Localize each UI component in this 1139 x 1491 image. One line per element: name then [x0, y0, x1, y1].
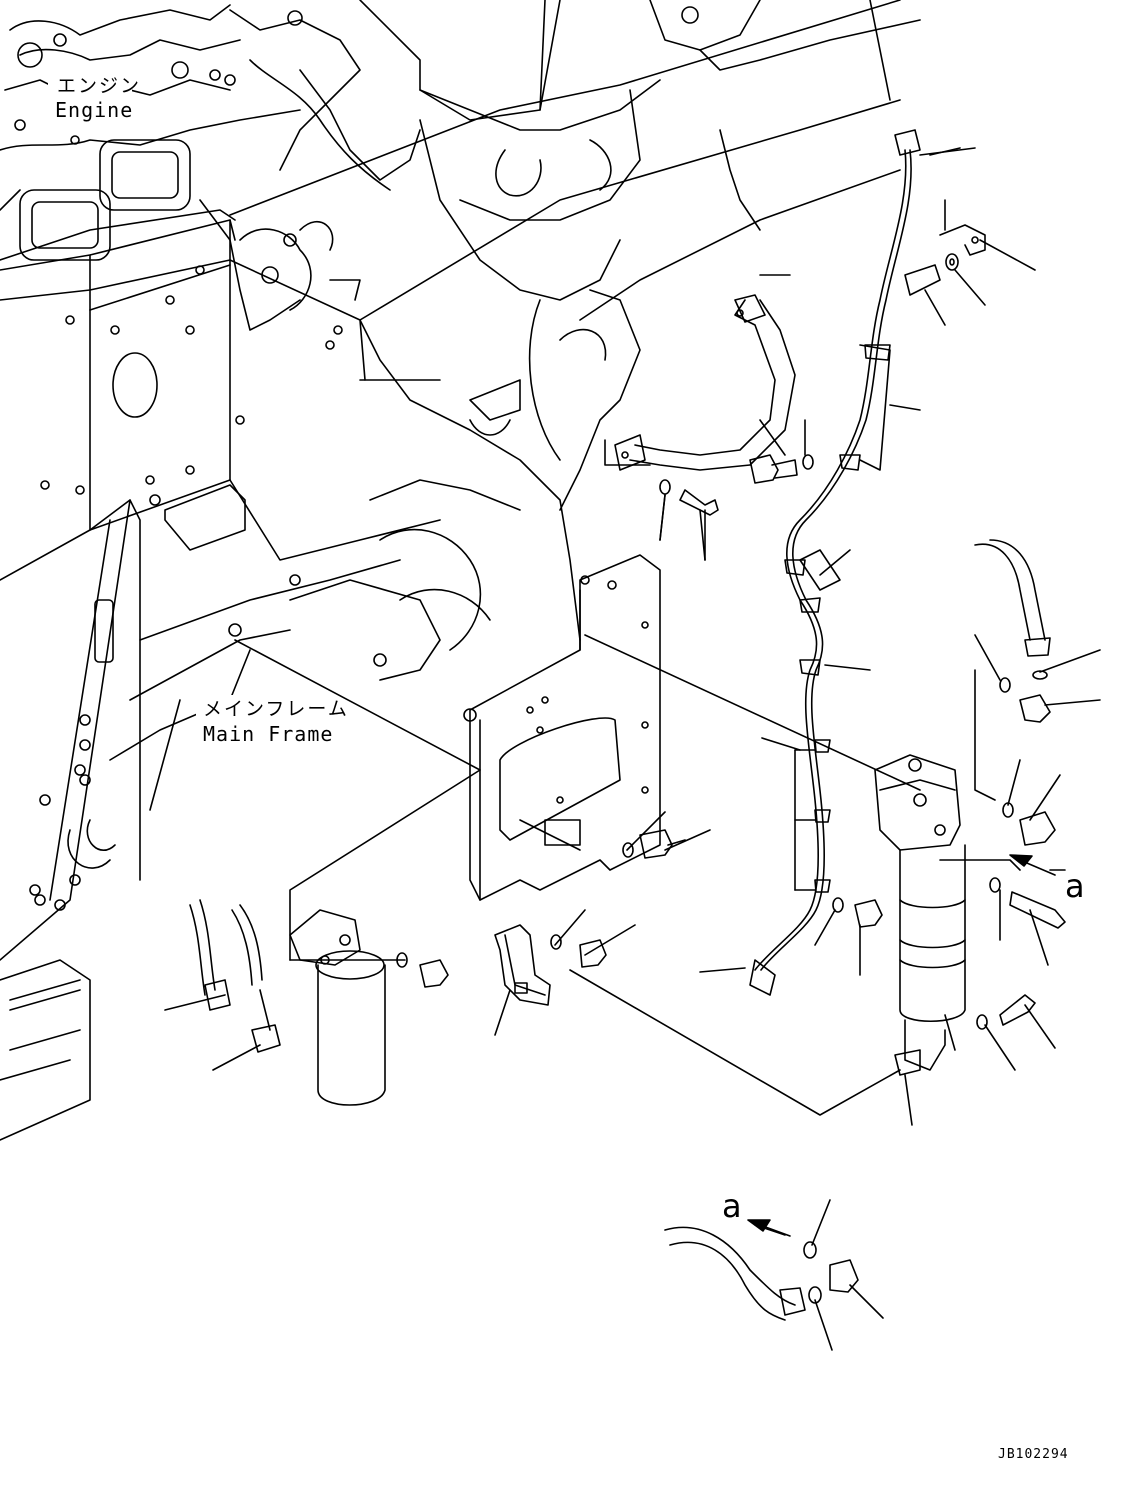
- fuel-prefilter: [190, 900, 448, 1105]
- main-frame-label-backdrop: [196, 695, 336, 747]
- bolts-washers-center: [551, 455, 882, 967]
- engine-label-en: Engine: [55, 98, 134, 122]
- detail-view-a: [665, 1225, 858, 1320]
- engine-assembly: [0, 5, 420, 349]
- engine-label-jp: エンジン: [57, 75, 142, 97]
- main-frame-label-jp: メインフレーム: [203, 698, 349, 720]
- center-frame: [290, 0, 920, 680]
- engine-label-backdrop: [48, 72, 132, 122]
- leader-lines: [235, 200, 1065, 1115]
- harness-clamp: [905, 225, 985, 295]
- fuel-filter-assembly: [875, 755, 1065, 1075]
- view-arrow-a: [748, 855, 1055, 1236]
- view-a-detail-label: a: [722, 1187, 742, 1225]
- frame-outline-lines: [230, 0, 900, 380]
- drawing-code: JB102294: [998, 1447, 1069, 1462]
- radiator-guard: [0, 140, 235, 260]
- hose-connector-right: [975, 540, 1050, 722]
- main-frame-label-en: Main Frame: [203, 722, 334, 746]
- callout-leaders: [165, 148, 1100, 1350]
- mounting-bracket-plate: [464, 555, 660, 900]
- main-frame: [0, 220, 440, 1140]
- filter-bracket: [495, 925, 550, 1005]
- view-a-arrow-label: a: [1065, 867, 1085, 905]
- wiring-harness: [750, 130, 960, 995]
